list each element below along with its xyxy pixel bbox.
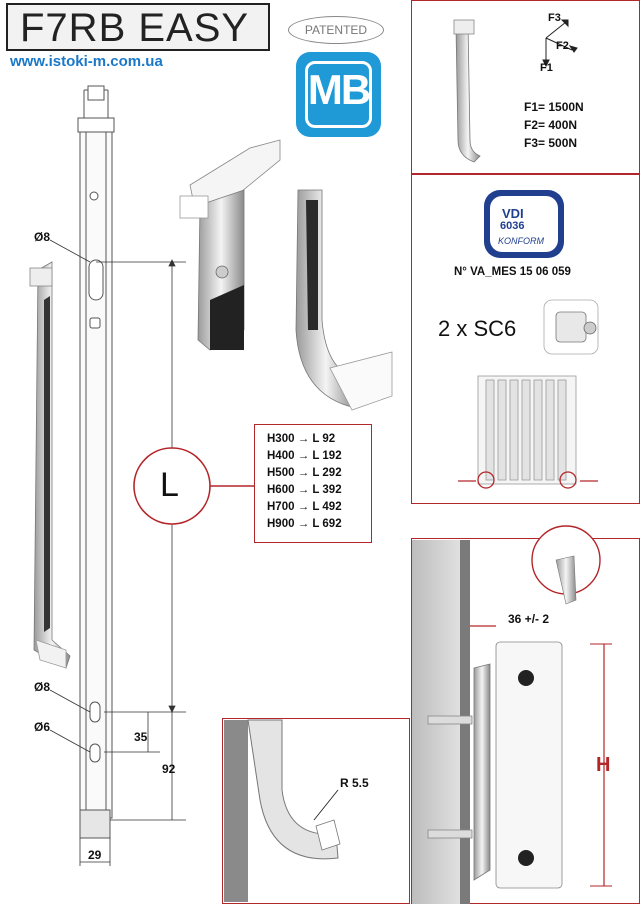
radius-label: R 5.5 bbox=[340, 776, 369, 790]
vdi-text-2: 6036 bbox=[500, 220, 525, 232]
vdi-text-1: VDI bbox=[502, 206, 524, 221]
height-symbol: H bbox=[596, 754, 611, 776]
title-box bbox=[6, 3, 270, 51]
force-bracket-render bbox=[453, 19, 578, 163]
force-value-f3: F3= 500N bbox=[524, 136, 578, 150]
table-row: H500 → L 292 bbox=[267, 467, 342, 479]
table-row: H400 → L 192 bbox=[267, 450, 342, 462]
certificate-number: N° VA_MES 15 06 059 bbox=[454, 266, 571, 278]
force-arrow-label-f2: F2 bbox=[556, 40, 569, 52]
main-bracket-drawing bbox=[77, 85, 115, 839]
installation-render bbox=[412, 525, 612, 904]
length-callout bbox=[133, 447, 254, 525]
force-value-f1: F1= 1500N bbox=[524, 100, 584, 114]
sc6-clip-render bbox=[543, 299, 599, 355]
hole-top-label: Ø8 bbox=[34, 230, 51, 244]
vdi-badge bbox=[484, 190, 564, 258]
website-link[interactable]: www.istoki-m.com.ua bbox=[10, 53, 163, 70]
mb-logo: MB bbox=[296, 52, 381, 137]
mb-logo-text: MB bbox=[307, 66, 371, 113]
table-row: H900 → L 692 bbox=[267, 518, 342, 530]
gap-35-label: 35 bbox=[134, 730, 148, 744]
radiator-render bbox=[458, 375, 598, 489]
hook-detail-render bbox=[224, 719, 341, 902]
length-table: H300 → L 92 H400 → L 192 H500 → L 292 H6… bbox=[254, 424, 372, 543]
table-row: H300 → L 92 bbox=[267, 433, 336, 445]
side-bracket-render bbox=[29, 261, 71, 669]
table-row: H700 → L 492 bbox=[267, 501, 342, 513]
gap-92-label: 92 bbox=[162, 762, 176, 776]
clip-count: 2 x SC6 bbox=[438, 316, 517, 341]
offset-label: 36 +/- 2 bbox=[508, 612, 550, 626]
hole-low-label: Ø6 bbox=[34, 720, 51, 734]
force-value-f2: F2= 400N bbox=[524, 118, 578, 132]
length-symbol: L bbox=[160, 466, 179, 504]
product-title: F7RB EASY bbox=[20, 6, 250, 50]
width-29-label: 29 bbox=[88, 848, 102, 862]
vdi-text-3: KONFORM bbox=[498, 236, 544, 246]
table-row: H600 → L 392 bbox=[267, 484, 342, 496]
top-clip-render bbox=[179, 139, 281, 351]
force-arrow-label-f3: F3 bbox=[548, 12, 561, 24]
patented-badge: PATENTED bbox=[288, 16, 384, 44]
bottom-hook-render bbox=[295, 189, 393, 411]
hole-mid-label: Ø8 bbox=[34, 680, 51, 694]
force-arrow-label-f1: F1 bbox=[540, 62, 553, 74]
